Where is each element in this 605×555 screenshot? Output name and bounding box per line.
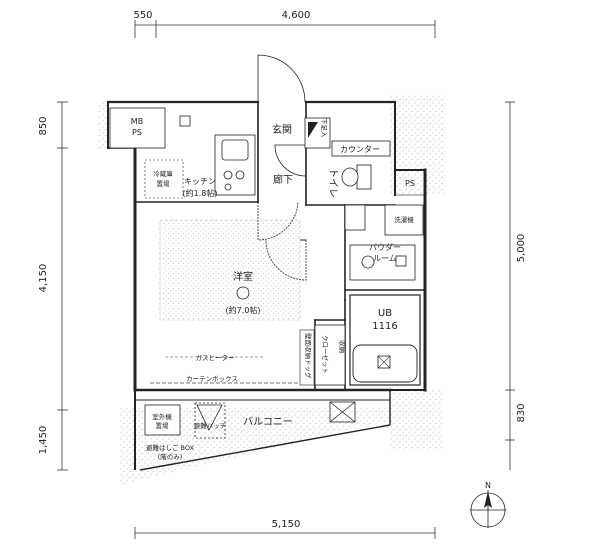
label-closet: クローゼット: [321, 335, 330, 374]
label-main-room-size: (約7.0帖): [226, 305, 261, 315]
label-toilet: トイレ: [327, 168, 338, 198]
label-hall: 廊下: [273, 173, 293, 186]
balcony-outline: [134, 390, 391, 471]
label-gas-heater: ガスヒーター: [196, 353, 235, 362]
shoe-cabinet-mark: [308, 122, 318, 138]
label-washer: 洗濯機: [394, 215, 414, 224]
label-entrance: 玄関: [272, 123, 292, 136]
label-shoe: 下足入: [320, 118, 328, 138]
label-main-room: 洋室: [233, 270, 253, 283]
dim-top-right: 4,600: [282, 10, 311, 21]
label-outdoor1: 室外機: [152, 412, 172, 421]
label-wide-storage: 壁面収納ドッグ: [304, 333, 313, 379]
wall-mass-right: [390, 95, 445, 195]
mb-box: [109, 107, 166, 149]
label-evac-ladder2: (階のみ): [158, 452, 183, 461]
dim-left-mid: 4,150: [38, 264, 49, 293]
closet-box: [314, 324, 346, 386]
dim-right-bottom: 830: [516, 403, 527, 422]
dim-bottom: 5,150: [272, 519, 301, 530]
wall-mass-right-low: [390, 388, 442, 450]
dim-left-top: 850: [38, 116, 49, 135]
dim-top-left: 550: [133, 10, 152, 21]
wall-storage-box: [299, 329, 315, 386]
powder-sink: [349, 244, 416, 281]
label-outdoor2: 置場: [156, 421, 170, 430]
kitchen-fixtures: [179, 115, 256, 196]
door-swings: [257, 54, 307, 281]
label-ub: UB: [378, 308, 392, 319]
label-storage: 収納: [338, 340, 347, 353]
dim-left-bottom: 1,450: [38, 426, 49, 455]
fridge-box: [144, 159, 184, 199]
label-balcony: バルコニー: [243, 416, 293, 428]
label-ub-size: 1116: [372, 321, 397, 332]
label-curtain-box: カーテンボックス: [186, 375, 238, 383]
compass: [470, 490, 506, 528]
wall-mass-left: [98, 102, 108, 148]
label-powder1: パウダー: [369, 242, 401, 252]
label-mb-ps: PS: [132, 128, 142, 137]
unit-bath: [349, 294, 421, 386]
label-ps: PS: [405, 179, 415, 188]
balcony-fixtures: [144, 401, 356, 439]
label-evac-hatch: 避難ハッチ: [194, 421, 227, 430]
label-powder2: ルーム: [373, 254, 397, 263]
dim-right-mid: 5,000: [516, 234, 527, 263]
counter: [331, 140, 391, 157]
compass-north-label: N: [485, 481, 491, 490]
main-room-floor: [159, 219, 301, 321]
label-evac-ladder1: 避難はしご BOX: [146, 443, 195, 452]
label-fridge2: 置場: [157, 179, 171, 188]
label-counter: カウンター: [340, 145, 380, 154]
wall-mass-bottom: [120, 408, 390, 485]
ps-box: [394, 169, 426, 196]
label-kitchen: キッチン: [184, 177, 216, 186]
label-fridge: 冷蔵庫: [153, 169, 173, 178]
dimension-lines: [57, 20, 515, 539]
toilet-fixture: [341, 164, 372, 190]
label-mb: MB: [131, 117, 143, 126]
main-room-marker: [236, 286, 250, 300]
washer-fixture: [344, 204, 424, 236]
label-kitchen-size: (約1.8帖): [183, 188, 218, 198]
